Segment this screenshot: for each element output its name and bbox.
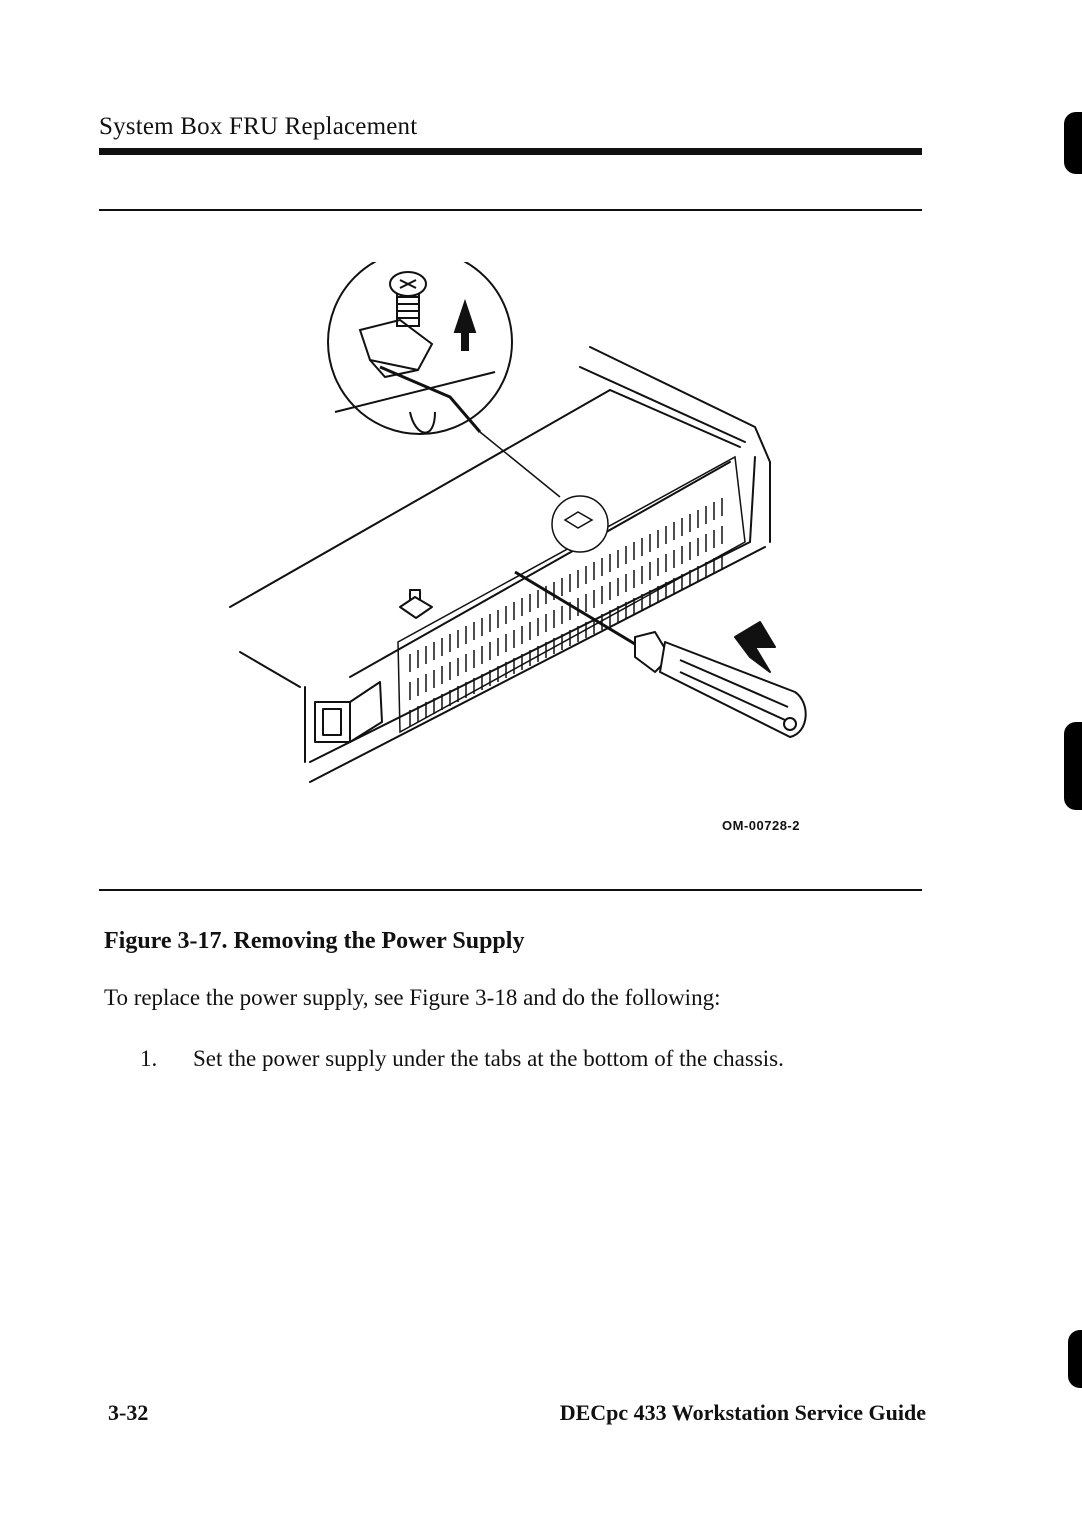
figure-art-id: OM-00728-2 <box>722 818 800 833</box>
figure-bottom-rule <box>99 889 922 891</box>
book-title: DECpc 433 Workstation Service Guide <box>554 1400 926 1426</box>
header-rule <box>99 148 922 155</box>
step-text: Set the power supply under the tabs at t… <box>193 1043 793 1074</box>
power-supply-removal-illustration <box>210 262 830 802</box>
step-number: 1. <box>140 1043 157 1074</box>
thumb-tab-mark <box>1064 722 1082 810</box>
thumb-tab-mark <box>1064 112 1082 174</box>
figure-caption: Figure 3-17. Removing the Power Supply <box>104 928 524 955</box>
figure-top-rule <box>99 209 922 211</box>
thumb-tab-mark <box>1068 1330 1082 1388</box>
page-number: 3-32 <box>108 1400 148 1426</box>
running-header: System Box FRU Replacement <box>99 113 417 141</box>
intro-paragraph: To replace the power supply, see Figure … <box>104 985 720 1011</box>
